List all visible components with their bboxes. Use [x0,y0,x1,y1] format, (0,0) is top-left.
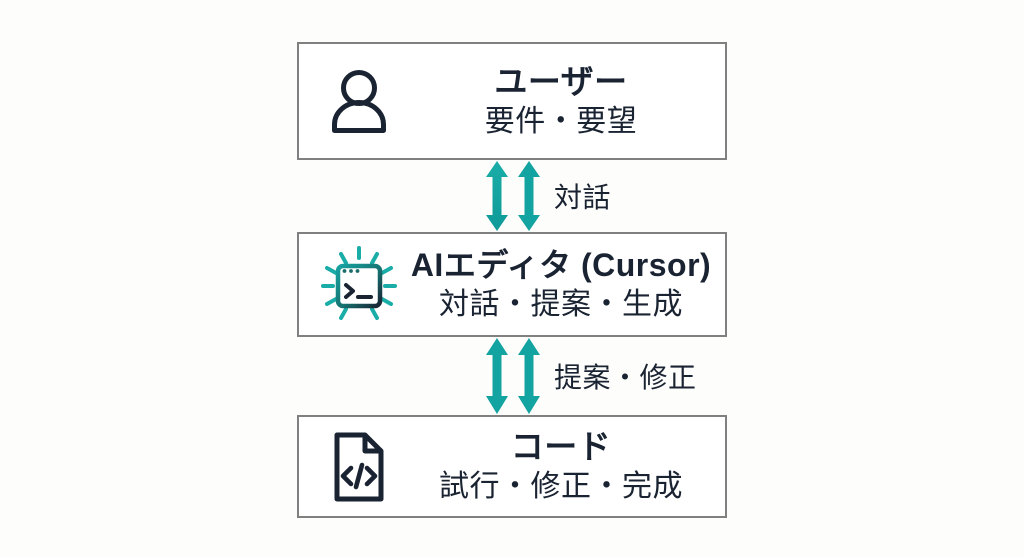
node-editor[interactable]: AIエディタ (Cursor) 対話・提案・生成 [297,232,727,337]
node-code-title: コード [510,428,612,466]
double-arrow-icon [486,338,508,414]
node-editor-title: AIエディタ (Cursor) [410,246,712,283]
node-code-subtitle: 試行・修正・完成 [439,470,683,504]
node-user-text: ユーザー 要件・要望 [407,62,725,139]
connector-fix: 提案・修正 [484,337,697,415]
node-code[interactable]: コード 試行・修正・完成 [297,415,727,518]
terminal-sparkle-icon [311,245,407,324]
node-user-subtitle: 要件・要望 [484,104,638,138]
node-user-title: ユーザー [494,62,628,100]
connector-dialog-label: 対話 [554,182,612,213]
node-editor-text: AIエディタ (Cursor) 対話・提案・生成 [407,246,725,321]
node-user[interactable]: ユーザー 要件・要望 [297,42,727,160]
arrow-pair-fix [484,337,542,415]
code-file-icon [311,431,407,503]
connector-dialog: 対話 [484,160,611,232]
node-editor-subtitle: 対話・提案・生成 [439,287,683,321]
double-arrow-icon [518,161,540,231]
person-icon [311,68,407,134]
connector-fix-label: 提案・修正 [554,362,697,393]
double-arrow-icon [486,161,508,231]
arrow-pair-dialog [484,160,542,232]
node-code-text: コード 試行・修正・完成 [407,428,725,504]
double-arrow-icon [518,338,540,414]
